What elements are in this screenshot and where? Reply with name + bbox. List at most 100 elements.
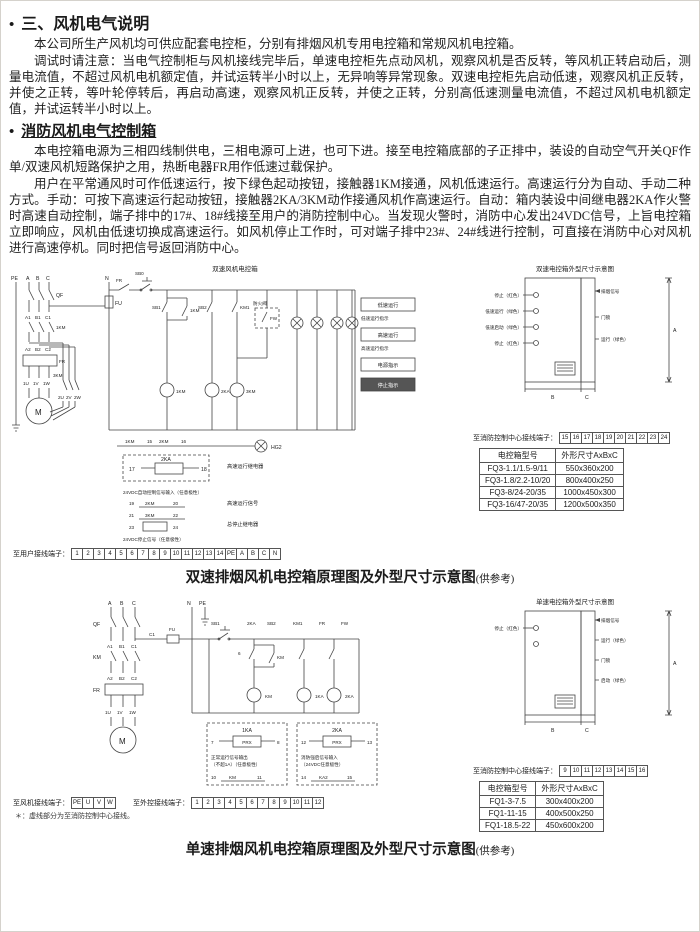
label-phase-c: C <box>46 276 50 282</box>
dimension-a: A <box>673 661 677 667</box>
label-phase-a: A <box>108 601 112 607</box>
column-size: 外形尺寸AxBxC <box>535 781 604 796</box>
label-n: N <box>187 601 191 607</box>
label-fr-contact: FR <box>319 621 326 626</box>
smoke-signal-label: 排烟信号 <box>601 617 620 624</box>
dual-speed-outline-drawing: 双速电控箱外型尺寸示意图 停止（红色） 低速运行（绿色） 低速启动（绿色） <box>485 264 677 401</box>
run-green-label: 运行（绿色） <box>601 637 629 644</box>
table-cell: 1200x500x350 <box>555 498 624 511</box>
label-km-aux: KM <box>277 655 284 660</box>
high-speed-run-box: 高速运行 <box>378 331 399 339</box>
label-fire-damper: 防火阀 <box>253 300 267 307</box>
high-speed-run-indicator: 高速运行指示 <box>361 345 389 352</box>
fire-start-relay-detail: 2KA PRX 12 13 消防强启信号输入 （24VDC任意极性） 14 KA… <box>296 722 378 786</box>
stop-button-label: 停止（红色） <box>494 292 522 299</box>
label-c2: C2 <box>131 676 137 681</box>
label-sb2: SB2 <box>267 621 276 626</box>
label-b2: B2 <box>119 676 125 681</box>
door-lock-label: 门锁 <box>601 657 611 664</box>
dimension-lines: A B C <box>524 610 677 734</box>
label-a1: A1 <box>25 315 31 320</box>
run-signal-relay-detail: 1KA PRX 7 8 正常运行信号输出 （不超1A）（任意极性） 10 KM … <box>206 722 288 786</box>
stop-button-label: 停止（红色） <box>494 625 522 632</box>
section-1-heading: • 三、风机电气说明 <box>9 10 691 34</box>
relay-1ka-name: 1KA <box>242 728 252 734</box>
single-speed-outline-drawing: 单速电控箱外型尺寸示意图 停止（红色） 排烟信号 运行（绿色） 门锁 <box>494 597 677 734</box>
cabinet-drawing <box>524 610 596 716</box>
label-node-6: 6 <box>238 651 241 656</box>
section-2-heading: • 消防风机电气控制箱 <box>9 120 691 141</box>
terminal-22: 22 <box>173 513 179 518</box>
low-speed-start-label: 低速启动（绿色） <box>485 324 522 331</box>
relay-1ka-prx: PRX <box>242 740 251 745</box>
label-2km-row: 2KM <box>159 439 169 444</box>
label-fr: FR <box>93 688 100 694</box>
motor-symbol: M <box>119 737 126 746</box>
terminal-cell: 16 <box>636 765 648 777</box>
stop-button-label-2: 停止（红色） <box>494 340 522 347</box>
label-2u: 2U <box>58 395 64 400</box>
table-cell: 400x500x250 <box>535 807 604 820</box>
table-cell: 300x400x200 <box>535 795 604 808</box>
label-sb1: SB1 <box>152 305 161 310</box>
label-1km-row: 1KM <box>125 439 135 444</box>
dual-speed-outline-column: 双速电控箱外型尺寸示意图 停止（红色） 低速运行（绿色） 低速启动（绿色） <box>469 262 691 511</box>
terminal-18: 18 <box>201 467 207 473</box>
low-speed-run-box: 低速运行 <box>378 301 399 309</box>
label-km: KM <box>93 655 101 661</box>
label-fw: FW <box>341 621 349 626</box>
caption-text: 单速排烟风机电控箱原理图及外型尺寸示意图 <box>185 842 476 858</box>
single-speed-schematic-column: A B C N PE QF A1 B1 C1 KM A2 B2 C2 <box>9 595 461 821</box>
label-1u: 1U <box>105 710 111 715</box>
table-cell: 1000x450x300 <box>555 486 624 499</box>
door-lock-label: 门锁 <box>601 314 611 321</box>
smoke-signal-label: 排烟信号 <box>601 288 620 295</box>
label-3km: 3KM <box>53 373 63 378</box>
single-speed-schematic: A B C N PE QF A1 B1 C1 KM A2 B2 C2 <box>93 601 378 786</box>
low-speed-run-indicator: 低速运行指示 <box>361 315 389 322</box>
label-a1: A1 <box>107 644 113 649</box>
label-1km-coil: 1KM <box>176 389 186 394</box>
label-1km-aux: 1KM <box>190 308 200 313</box>
dual-speed-diagram: 双速风机电控箱 PE A B C QF A1 B1 C1 1KM A2 B <box>9 262 691 560</box>
label-qf: QF <box>56 293 63 299</box>
low-speed-run-label: 低速运行（绿色） <box>485 308 522 315</box>
label-1w: 1W <box>129 710 137 715</box>
run-green-label: 运行（绿色） <box>601 336 629 343</box>
dimension-b: B <box>551 395 555 401</box>
terminal-strip-title: 至风机接线端子： <box>13 799 69 807</box>
label-c1-tap: C1 <box>149 632 155 637</box>
label-pe: PE <box>11 276 18 282</box>
motor-symbol: M <box>35 408 42 417</box>
label-2v: 2V <box>66 395 73 400</box>
dimension-c: C <box>585 395 589 401</box>
terminal-14: 14 <box>301 775 307 780</box>
relay-ka2-contact: KA2 <box>319 775 328 780</box>
section-2-paragraph-1: 本电控箱电源为三相四线制供电，三相电源可上进，也可下进。接至电控箱底部的子正排中… <box>9 144 691 174</box>
label-2ka-relay: 2KA <box>161 457 171 463</box>
power-indicator-box: 电源指示 <box>378 361 399 369</box>
dual-speed-schematic-column: 双速风机电控箱 PE A B C QF A1 B1 C1 1KM A2 B <box>9 262 461 560</box>
table-cell: FQ3-16/47-20/35 <box>478 498 557 511</box>
dimension-a: A <box>673 328 677 334</box>
control-circuit: C1 FU SB1 2KA SB2 KM1 FR FW 6 KM <box>135 621 360 714</box>
label-2ka-coil: 2KA <box>221 389 231 394</box>
start-green-label: 启动（绿色） <box>601 677 629 684</box>
high-speed-relay-label: 高速运行继电器 <box>227 462 264 470</box>
outline-title: 单速电控箱外型尺寸示意图 <box>536 597 614 606</box>
caption-note: (供参考) <box>475 574 515 585</box>
schematic-title: 双速风机电控箱 <box>212 264 258 273</box>
label-b1: B1 <box>119 644 125 649</box>
schematic-footnote: ＊：虚线部分为至消防控制中心接线。 <box>15 813 134 820</box>
column-model: 电控箱型号 <box>478 448 557 463</box>
terminal-7: 7 <box>211 740 214 745</box>
label-phase-b: B <box>120 601 124 607</box>
table-cell: FQ3-1.1/1.5-9/11 <box>478 462 557 475</box>
